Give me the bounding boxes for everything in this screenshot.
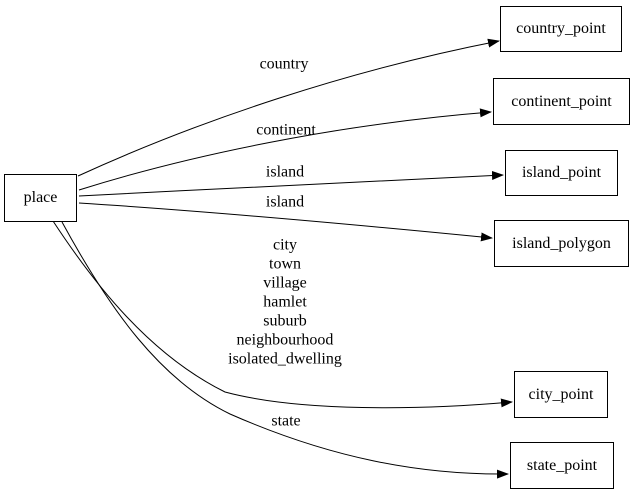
edge-label-continent: continent <box>256 121 316 139</box>
edge-place-continent-point <box>78 108 492 191</box>
edge-label-state: state <box>271 412 301 430</box>
node-island-polygon: island_polygon <box>494 220 629 267</box>
edge-place-state-point <box>61 221 509 479</box>
node-country-point: country_point <box>500 6 622 52</box>
node-state-point: state_point <box>510 442 614 489</box>
edge-label-country: country <box>259 55 309 73</box>
edge-place-island-polygon <box>78 202 493 242</box>
edge-place-island-point <box>78 170 504 197</box>
node-place: place <box>4 174 77 222</box>
edge-place-country-point <box>77 38 500 177</box>
node-continent-point: continent_point <box>493 78 630 125</box>
edge-label-island-point: island <box>265 163 305 181</box>
node-island-point: island_point <box>505 150 618 196</box>
edge-label-island-polygon: island <box>265 193 305 211</box>
edge-label-city-types: city town village hamlet suburb neighbou… <box>228 236 342 368</box>
node-city-point: city_point <box>514 371 608 418</box>
